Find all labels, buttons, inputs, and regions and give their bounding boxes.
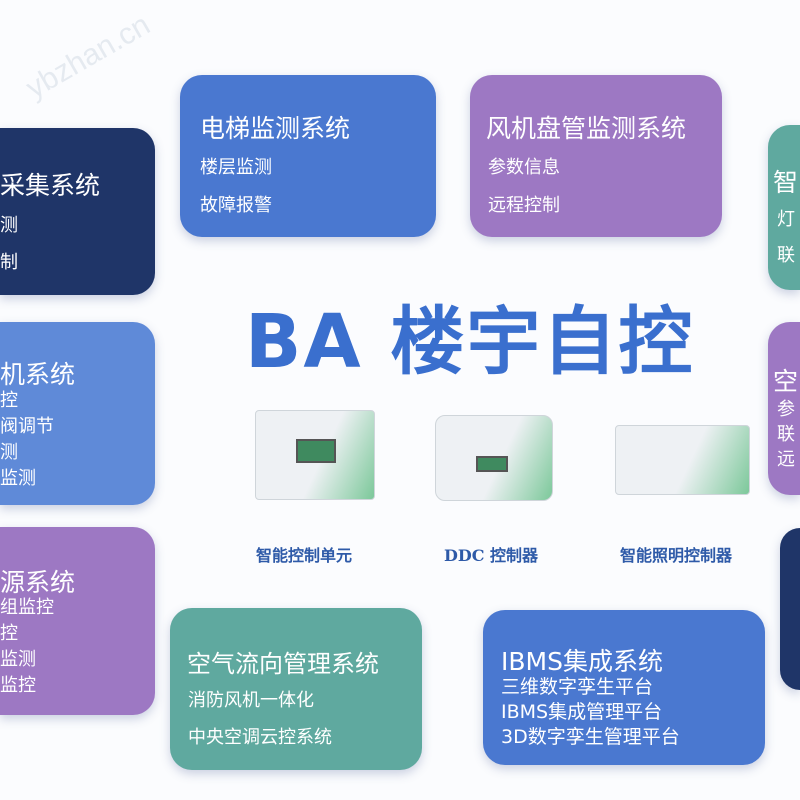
card-title: 采集系统	[0, 171, 101, 200]
card-item: 阀调节	[0, 416, 54, 437]
card-title: 智	[773, 168, 799, 197]
card-title: 源系统	[0, 568, 76, 597]
card-right-top: 智 灯 联	[768, 125, 800, 290]
card-item: 远程控制	[488, 195, 560, 216]
device-ddc	[435, 415, 553, 501]
card-elevator: 电梯监测系统 楼层监测 故障报警	[180, 75, 436, 237]
card-item: 参	[777, 399, 795, 420]
card-item: 三维数字孪生平台	[501, 676, 654, 698]
card-title: 机系统	[0, 360, 76, 389]
card-item: 制	[0, 252, 18, 273]
card-item: 故障报警	[200, 195, 272, 216]
card-right-mid: 空 参 联 远	[768, 322, 800, 495]
card-item: 中央空调云控系统	[188, 727, 332, 748]
card-item: 远	[777, 449, 795, 470]
card-item: 消防风机一体化	[188, 690, 314, 711]
card-item: 联	[777, 245, 795, 266]
card-airflow: 空气流向管理系统 消防风机一体化 中央空调云控系统	[170, 608, 422, 770]
card-title: 空气流向管理系统	[187, 650, 379, 678]
card-item: 监控	[0, 675, 36, 696]
card-ibms: IBMS集成系统 三维数字孪生平台 IBMS集成管理平台 3D数字孪生管理平台	[483, 610, 765, 765]
card-item: 联	[777, 424, 795, 445]
card-title: 电梯监测系统	[200, 114, 351, 143]
card-left-top: 采集系统 测 制	[0, 128, 155, 295]
card-item: 测	[0, 215, 18, 236]
card-item: 参数信息	[488, 157, 560, 178]
card-item: 3D数字孪生管理平台	[501, 726, 680, 748]
device-label: 智能照明控制器	[620, 546, 733, 565]
card-item: IBMS集成管理平台	[501, 701, 663, 723]
card-right-bottom	[780, 528, 800, 690]
card-item: 控	[0, 623, 18, 644]
card-item: 测	[0, 442, 18, 463]
device-label: 智能控制单元	[256, 546, 353, 565]
card-title: 空	[773, 367, 799, 396]
card-item: 监测	[0, 649, 36, 670]
card-item: 控	[0, 390, 18, 411]
watermark: ybzhan.cn	[20, 8, 156, 106]
card-title: 风机盘管监测系统	[486, 114, 687, 143]
device-label: DDC 控制器	[444, 546, 539, 565]
device-lighting-controller	[615, 425, 750, 495]
card-item: 灯	[777, 209, 795, 230]
card-item: 组监控	[0, 597, 54, 618]
device-control-unit	[255, 410, 375, 500]
card-left-mid: 机系统 控 阀调节 测 监测	[0, 322, 155, 505]
card-left-bottom: 源系统 组监控 控 监测 监控	[0, 527, 155, 715]
card-item: 监测	[0, 468, 36, 489]
card-item: 楼层监测	[200, 157, 272, 178]
page-title: BA 楼宇自控	[245, 299, 695, 385]
card-fan-coil: 风机盘管监测系统 参数信息 远程控制	[470, 75, 722, 237]
card-title: IBMS集成系统	[501, 647, 663, 676]
